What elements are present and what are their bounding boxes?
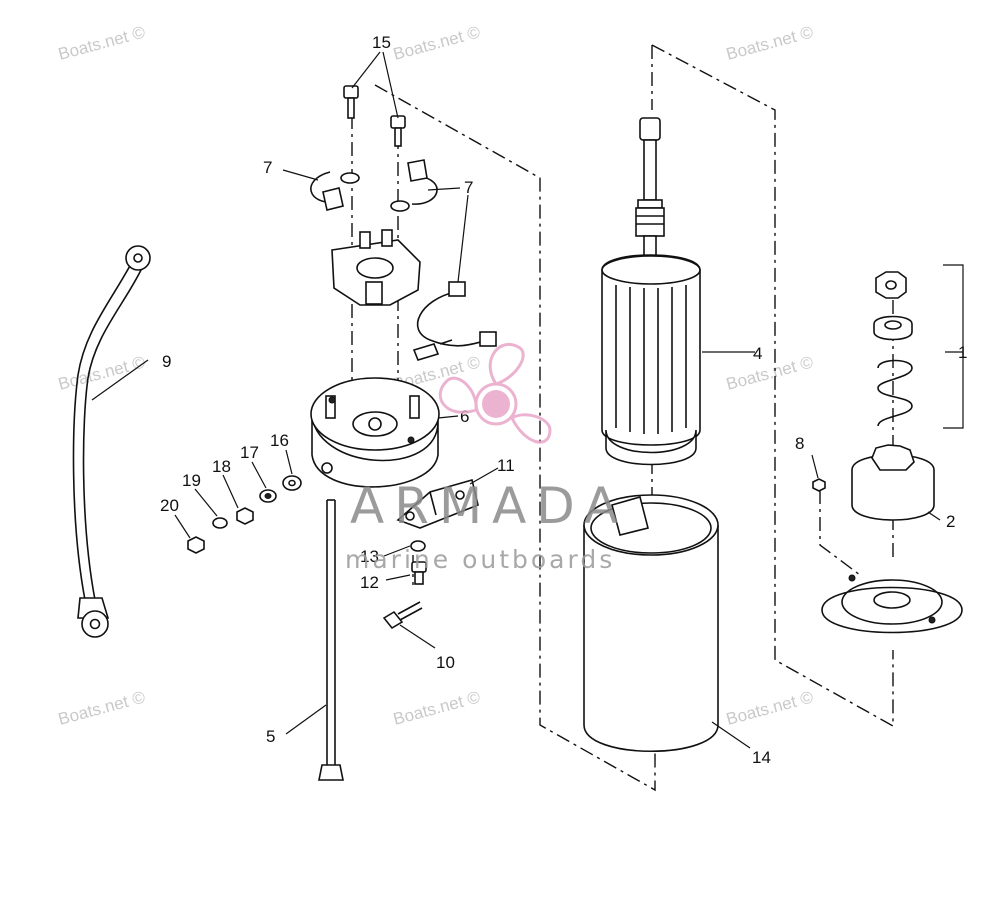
callout-14: 14: [752, 748, 771, 767]
watermark: Boats.net ©: [391, 687, 482, 729]
callout-10: 10: [436, 653, 455, 672]
callout-5: 5: [266, 727, 275, 746]
callout-17: 17: [240, 443, 259, 462]
screws: [343, 85, 406, 147]
callout-19: 19: [182, 471, 201, 490]
callout-15: 15: [372, 33, 391, 52]
fasteners: [382, 540, 427, 630]
brand-overlay: ARMADA marine outboards: [345, 342, 628, 574]
watermark: Boats.net ©: [724, 687, 815, 729]
watermark: Boats.net ©: [724, 22, 815, 64]
watermark: Boats.net ©: [391, 22, 482, 64]
brand-name: ARMADA: [350, 477, 628, 535]
watermark: Boats.net ©: [724, 352, 815, 394]
leader-lines: [91, 51, 964, 749]
watermark: Boats.net ©: [56, 22, 147, 64]
watermark: Boats.net ©: [56, 687, 147, 729]
callout-1: 1: [958, 343, 967, 362]
callout-16: 16: [270, 431, 289, 450]
callout-11: 11: [497, 456, 515, 475]
propeller-logo-icon: [438, 342, 552, 444]
callout-4: 4: [753, 344, 762, 363]
drive-assembly: [812, 271, 963, 634]
end-frame: [310, 377, 440, 488]
battery-cable: [72, 245, 151, 638]
through-bolt: [318, 499, 344, 781]
callout-20: 20: [160, 496, 179, 515]
brush-holder: [331, 229, 421, 306]
callout-2: 2: [946, 512, 955, 531]
lead-wire: [412, 281, 497, 361]
bracket: [396, 479, 479, 529]
terminal-hardware: [187, 475, 302, 554]
callout-8: 8: [795, 434, 804, 453]
callout-6: 6: [460, 407, 469, 426]
brand-tagline: marine outboards: [345, 545, 615, 574]
callout-7a: 7: [263, 158, 272, 177]
armature: [601, 117, 701, 466]
callout-9: 9: [162, 352, 171, 371]
motor-frame: [583, 494, 719, 752]
callout-18: 18: [212, 457, 231, 476]
callout-12: 12: [360, 573, 379, 592]
watermark: Boats.net ©: [56, 352, 147, 394]
brush-springs: [310, 159, 438, 212]
callout-labels: 1 2 4 5 6 7 7 8 9 10 11 12 13 14 15 16 1…: [160, 33, 967, 767]
callout-7b: 7: [464, 178, 473, 197]
callout-13: 13: [360, 547, 379, 566]
